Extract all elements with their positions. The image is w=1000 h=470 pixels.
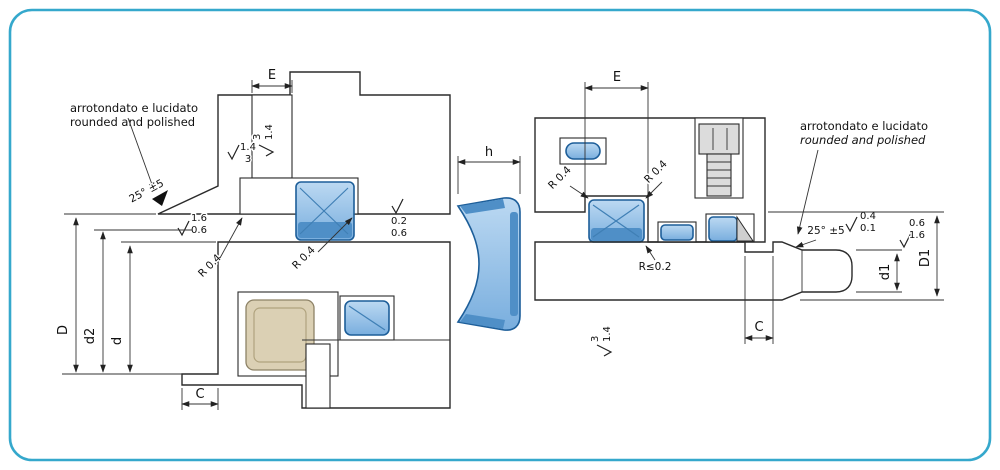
right-rough-flank-b: 1.4 [602,326,613,342]
left-note-line2: rounded and polished [70,115,195,129]
right-rough-rod-top: 0.4 [860,211,876,222]
left-rough-slot-b: 1.4 [264,124,275,140]
dim-h: h [485,145,493,160]
right-dim-E: E [613,70,621,85]
bolt-head [698,123,740,155]
left-dim-d: d [110,337,125,345]
left-housing-section [157,71,451,215]
right-rough-seat-bottom: 1.6 [909,230,925,241]
left-dim-C: C [195,387,204,402]
left-rough-groove-bottom: 0.6 [391,228,407,239]
left-rod-slot [305,343,331,409]
right-secondary-seal [660,224,694,241]
right-view: arrotondato e lucidato rounded and polis… [534,69,944,357]
right-wiper-seal [708,216,738,242]
left-dim-E: E [268,68,276,83]
right-rough-seat-top: 0.6 [909,218,925,229]
left-rough-slot-a: 3 [252,134,263,140]
left-rough-flank-a: 1.4 [240,142,256,153]
right-dim-d1: d1 [878,264,893,281]
left-seal-energizer [298,222,352,238]
seal-cross-section [456,197,521,331]
left-dim-d2: d2 [83,328,98,345]
left-rough-groove-top: 0.2 [391,216,407,227]
left-note-leader [127,117,155,191]
wiper-backup [736,215,754,242]
left-view: arrotondato e lucidato rounded and polis… [55,67,451,410]
seal-profile: h [456,144,521,331]
right-chamfer-angle: 25° ±5 [807,225,844,237]
right-note-leader [796,149,819,235]
right-note-line1: arrotondato e lucidato [800,119,928,133]
bolt-shaft [706,153,732,197]
left-lower-section [181,241,451,409]
right-rough-flank-a: 3 [590,336,601,342]
right-note-line2: rounded and polished [800,133,926,147]
left-gland-slot [251,94,293,179]
right-dim-C: C [754,320,763,335]
right-radius-rod: R≤0.2 [639,261,672,273]
left-guide-ring [245,299,315,371]
left-rough-flank-b: 3 [245,154,251,165]
right-rough-rod-bottom: 0.1 [860,223,876,234]
right-dim-D1: D1 [918,249,933,267]
polish-mark [152,190,168,206]
right-rod [534,241,853,301]
left-note-line1: arrotondato e lucidato [70,101,198,115]
left-dim-D: D [56,325,71,335]
left-rough-chamfer-bottom: 0.6 [191,225,207,236]
right-oring [565,142,601,160]
left-rough-chamfer-top: 1.6 [191,213,207,224]
